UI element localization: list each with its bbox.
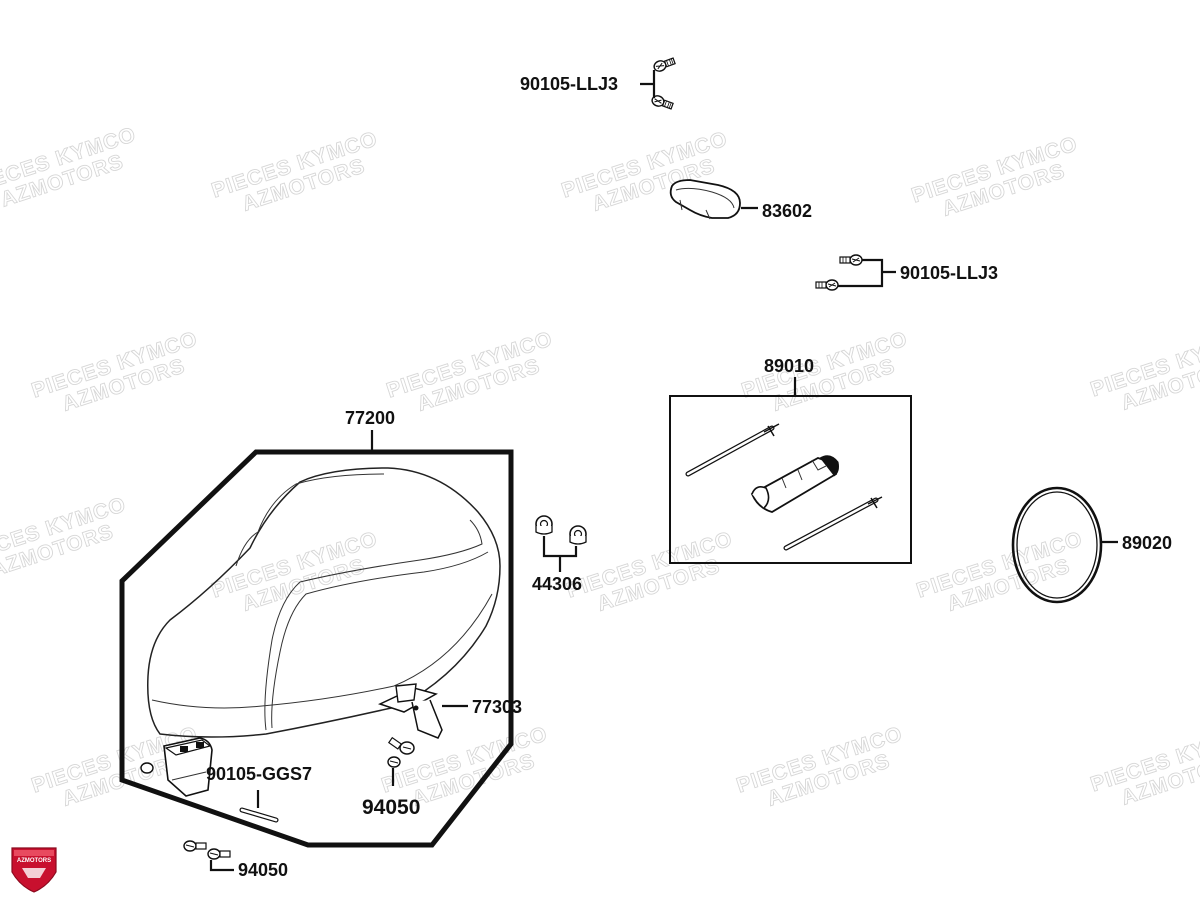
part-label-bolt-inner: 94050	[362, 796, 420, 819]
bolt-pair-inner-icon	[387, 736, 415, 768]
part-label-bolt-outer: 94050	[238, 860, 288, 880]
part-label-seat-assy: 77200	[345, 408, 395, 428]
part-label-hinge-bolt: 90105-GGS7	[206, 764, 312, 784]
leader-line-bolt-outer	[209, 860, 234, 872]
leader-line-screw-top	[640, 70, 656, 98]
seat-assy-frame	[119, 449, 514, 848]
tool-kit-box	[669, 395, 912, 564]
azmotors-logo: AZMOTORS	[11, 847, 57, 893]
part-label-bushing: 44306	[532, 574, 582, 594]
leader-line-bushing	[542, 536, 578, 572]
bushing-pair-icon	[535, 515, 587, 545]
hinge-icon	[140, 737, 213, 797]
screw-pair-top-icon	[651, 57, 676, 110]
part-label-screw-top: 90105-LLJ3	[520, 74, 618, 94]
part-label-tool-kit: 89010	[764, 356, 814, 376]
hinge-pin-icon	[239, 807, 279, 823]
cover-icon	[669, 179, 741, 220]
band-icon	[1011, 486, 1103, 604]
tool-kit-icon	[685, 423, 883, 551]
part-label-cover: 83602	[762, 201, 812, 221]
part-label-band: 89020	[1122, 533, 1172, 553]
part-label-hook: 77303	[472, 697, 522, 717]
bolt-pair-outer-icon	[183, 840, 231, 860]
hook-icon	[377, 683, 443, 739]
seat-icon	[147, 467, 501, 738]
leader-line-screw-right	[838, 258, 896, 288]
part-label-screw-right: 90105-LLJ3	[900, 263, 998, 283]
screw-pair-right-icon	[815, 254, 863, 291]
logo-text: AZMOTORS	[17, 858, 51, 864]
